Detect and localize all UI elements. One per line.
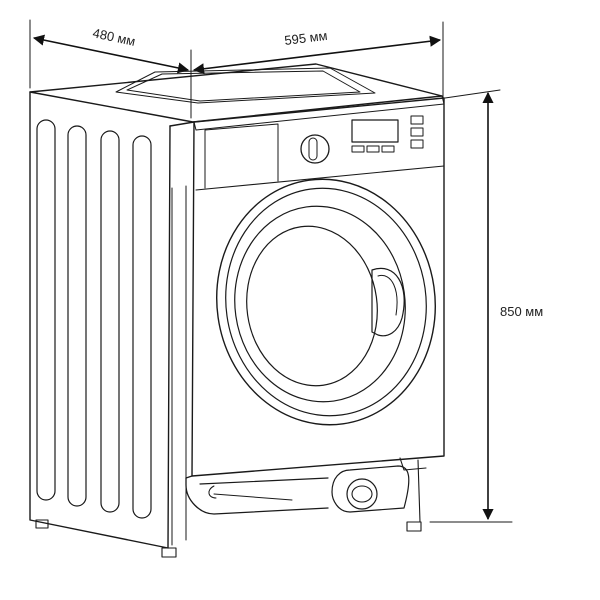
display-screen bbox=[351, 119, 399, 143]
foot bbox=[406, 521, 422, 532]
door-handle[interactable] bbox=[371, 267, 405, 337]
depth-label: 480 мм bbox=[91, 25, 136, 49]
program-dial-icon[interactable] bbox=[300, 134, 330, 164]
depth-dimension: 480 мм bbox=[29, 19, 192, 119]
foot bbox=[35, 519, 49, 529]
width-arrow bbox=[192, 35, 442, 75]
front-panel bbox=[191, 97, 445, 477]
control-button[interactable] bbox=[381, 145, 395, 153]
door-glass bbox=[246, 225, 378, 387]
control-button[interactable] bbox=[410, 127, 424, 137]
control-button[interactable] bbox=[410, 139, 424, 149]
control-button[interactable] bbox=[351, 145, 365, 153]
machine-top bbox=[29, 63, 445, 131]
side-panel bbox=[29, 91, 195, 549]
height-label: 850 мм bbox=[500, 304, 543, 319]
side-rib bbox=[132, 135, 152, 519]
door[interactable] bbox=[201, 165, 451, 439]
side-rib bbox=[67, 125, 87, 507]
side-rib bbox=[100, 130, 120, 513]
base-frame bbox=[185, 457, 427, 523]
side-rib bbox=[36, 119, 56, 501]
control-button[interactable] bbox=[366, 145, 380, 153]
feet bbox=[35, 519, 422, 558]
width-dimension: 595 мм bbox=[192, 21, 444, 99]
drain-filter[interactable] bbox=[331, 465, 410, 513]
control-button[interactable] bbox=[410, 115, 424, 125]
width-label: 595 мм bbox=[284, 28, 329, 48]
depth-arrow bbox=[32, 34, 190, 74]
height-dimension: 850 мм bbox=[429, 89, 543, 523]
foot bbox=[161, 547, 177, 558]
